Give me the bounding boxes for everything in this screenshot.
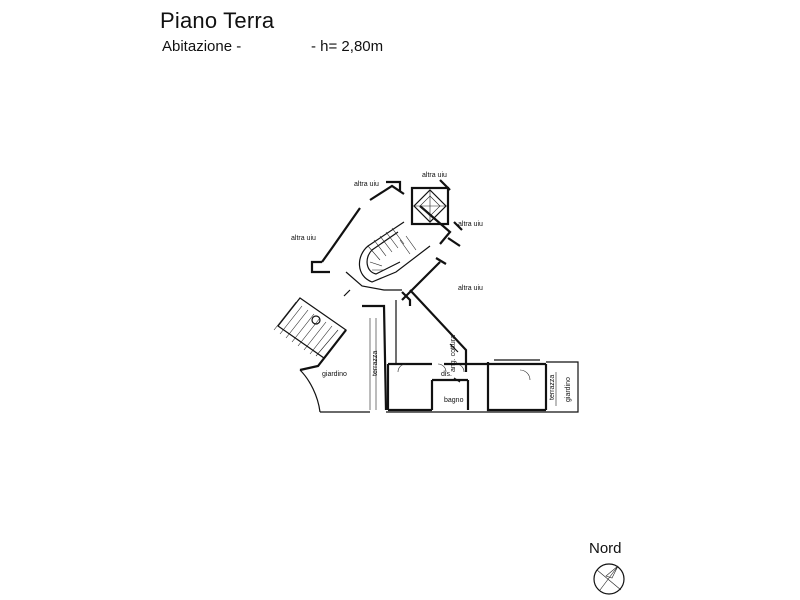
label-dis: dis.	[441, 371, 452, 378]
label-altra-uiu-top: altra uiu	[422, 172, 447, 179]
stair-core	[310, 179, 463, 306]
label-terrazza-left: terrazza	[372, 351, 379, 376]
subtitle-unit: Abitazione -	[162, 38, 242, 55]
label-altra-uiu-top-left: altra uiu	[354, 181, 379, 188]
external-stair	[273, 289, 351, 359]
label-terrazza-right: terrazza	[549, 375, 556, 400]
label-altra-uiu-right: altra uiu	[458, 221, 483, 228]
label-bagno: bagno	[444, 397, 464, 404]
compass-label: Nord	[589, 540, 622, 557]
label-altra-uiu-lower-right: altra uiu	[458, 285, 483, 292]
label-giardino-right: giardino	[565, 377, 572, 402]
label-ang-cottura: ang. cottura	[450, 335, 457, 372]
subtitle-height: - h= 2,80m	[311, 38, 384, 55]
label-altra-uiu-left: altra uiu	[291, 235, 316, 242]
apartment-walls	[299, 289, 579, 413]
page-title: Piano Terra	[160, 8, 275, 33]
label-giardino: giardino	[322, 371, 347, 378]
north-compass-icon	[593, 563, 625, 595]
